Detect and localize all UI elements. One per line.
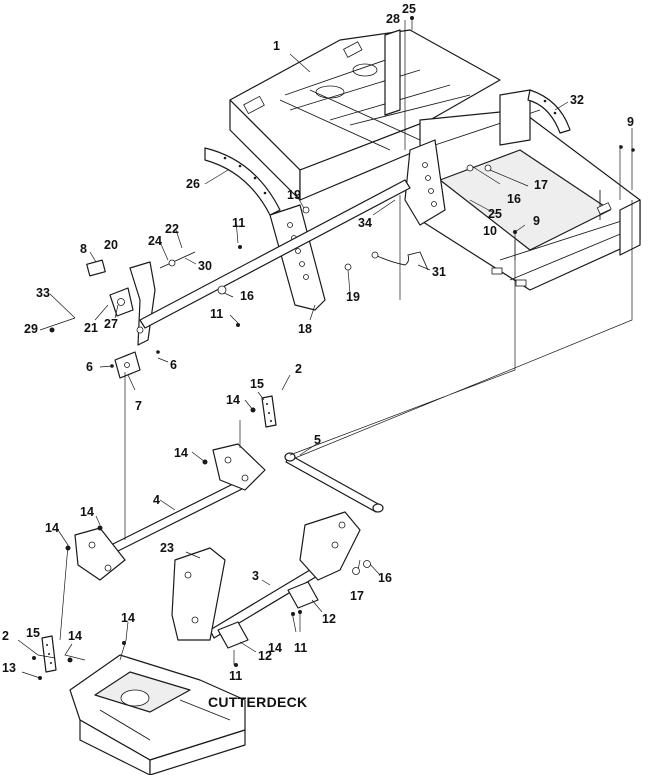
height-indicator-arc-26	[204, 147, 281, 216]
height-indicator-arc-32	[527, 89, 571, 134]
spring-31	[371, 251, 429, 271]
callout-8: 8	[80, 242, 87, 256]
callout-19: 19	[287, 188, 301, 202]
pivot-bracket-plates	[269, 139, 446, 311]
lift-link-7	[114, 351, 141, 379]
clip-12-right	[287, 581, 319, 609]
callout-31: 31	[432, 265, 446, 279]
callout-23: 23	[160, 541, 174, 555]
callout-11: 11	[229, 669, 242, 683]
pivot-shaft	[139, 179, 411, 329]
callout-34: 34	[358, 216, 372, 230]
callout-17: 17	[534, 178, 548, 192]
callout-14: 14	[268, 641, 282, 655]
lift-arm-plate-left	[74, 527, 126, 581]
callout-6: 6	[170, 358, 177, 372]
deck-bracket-23	[171, 547, 226, 641]
lift-arm-plate-middle	[212, 443, 266, 491]
adjuster-chain-upper	[261, 395, 277, 428]
callout-29: 29	[24, 322, 38, 336]
callout-7: 7	[135, 399, 142, 413]
callout-11: 11	[210, 307, 223, 321]
callout-15: 15	[250, 377, 264, 391]
deck-bracket-right	[299, 511, 361, 581]
callout-19: 19	[346, 290, 360, 304]
callout-3: 3	[252, 569, 259, 583]
deck-lift-handle	[86, 251, 196, 346]
callout-25: 25	[488, 207, 502, 221]
callout-14: 14	[121, 611, 135, 625]
callout-5: 5	[314, 433, 321, 447]
callout-26: 26	[186, 177, 200, 191]
callout-28: 28	[386, 12, 400, 26]
callout-11: 11	[232, 216, 245, 230]
callout-14: 14	[68, 629, 82, 643]
callout-11: 11	[294, 641, 307, 655]
callout-27: 27	[104, 317, 118, 331]
callout-12: 12	[322, 612, 336, 626]
callout-13: 13	[2, 661, 16, 675]
callout-16: 16	[378, 571, 392, 585]
main-frame	[229, 29, 641, 291]
callout-30: 30	[198, 259, 212, 273]
lift-shaft-5	[284, 452, 384, 513]
clip-12-left	[217, 621, 249, 649]
callout-20: 20	[104, 238, 118, 252]
callout-14: 14	[226, 393, 240, 407]
callout-9: 9	[533, 214, 540, 228]
lift-shaft-4	[104, 477, 249, 557]
callout-18: 18	[298, 322, 312, 336]
callout-10: 10	[483, 224, 497, 238]
adjuster-chain-lower	[41, 635, 57, 673]
hardware-fasteners	[32, 16, 635, 680]
callout-16: 16	[507, 192, 521, 206]
callout-21: 21	[84, 321, 98, 335]
callout-9: 9	[627, 115, 634, 129]
cutterdeck	[69, 654, 246, 775]
cutterdeck-caption: CUTTERDECK	[208, 694, 307, 710]
callout-1: 1	[273, 39, 280, 53]
callout-14: 14	[80, 505, 94, 519]
callout-24: 24	[148, 234, 162, 248]
callout-25: 25	[402, 2, 416, 16]
callout-32: 32	[570, 93, 584, 107]
callout-2: 2	[295, 362, 302, 376]
callout-17: 17	[350, 589, 364, 603]
callout-4: 4	[153, 493, 160, 507]
callout-22: 22	[165, 222, 179, 236]
callout-12: 12	[258, 649, 272, 663]
callout-labels: 1 2 2 3 4 5 6 6 7 8 9 9 10 11 11 11 11 1…	[2, 2, 634, 683]
callout-33: 33	[36, 286, 50, 300]
callout-14: 14	[45, 521, 59, 535]
callout-14: 14	[174, 446, 188, 460]
callout-6: 6	[86, 360, 93, 374]
callout-16: 16	[240, 289, 254, 303]
callout-15: 15	[26, 626, 40, 640]
callout-2: 2	[2, 629, 9, 643]
